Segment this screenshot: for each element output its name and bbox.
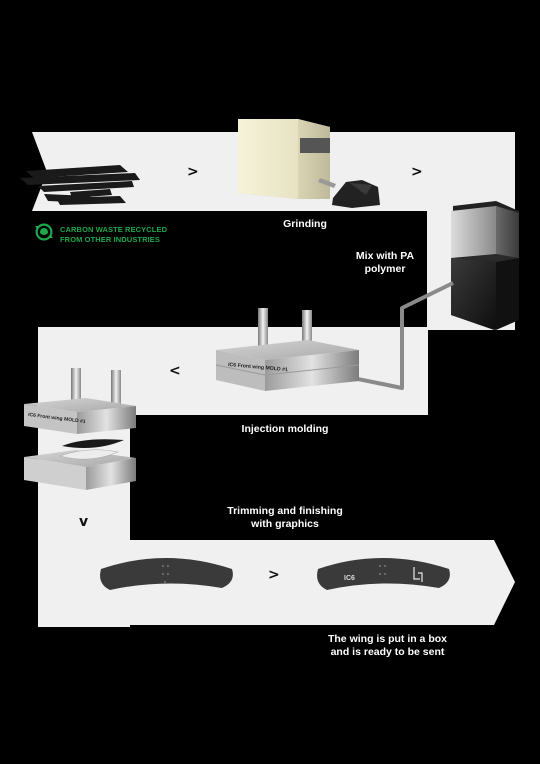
flow-arrow-1: > [187, 164, 199, 180]
carbon-waste-badge: CARBON WASTE RECYCLED FROM OTHER INDUSTR… [60, 225, 168, 244]
mold-label-right: IC6 Front wing MOLD #1 [228, 362, 288, 373]
feed-pipe [347, 281, 454, 390]
injection-mold-right: IC6 Front wing MOLD #1 [215, 308, 360, 391]
recycle-leaf-icon [35, 223, 53, 241]
step-mix-label: Mix with PA polymer [355, 250, 415, 275]
wing-logo: IC6 [344, 575, 355, 582]
ground-carbon-pile [332, 180, 380, 208]
wing-finished: IC6 [317, 558, 450, 590]
wing-raw [100, 558, 233, 590]
flow-arrow-3: < [169, 363, 181, 379]
flow-arrow-4: v [79, 514, 89, 530]
carbon-strips-icon [20, 165, 140, 205]
flow-arrow-2: > [411, 164, 423, 180]
step-injection-label: Injection molding [241, 423, 329, 435]
mix-tank [451, 201, 519, 330]
step-trimming-label: Trimming and finishing with graphics [227, 505, 343, 530]
step-grinding-label: Grinding [283, 218, 327, 230]
injection-mold-left: IC6 Front wing MOLD #1 [24, 368, 136, 490]
flow-arrow-5: > [268, 567, 280, 583]
step-box-label: The wing is put in a box and is ready to… [327, 633, 447, 658]
grinder-machine [238, 119, 336, 199]
